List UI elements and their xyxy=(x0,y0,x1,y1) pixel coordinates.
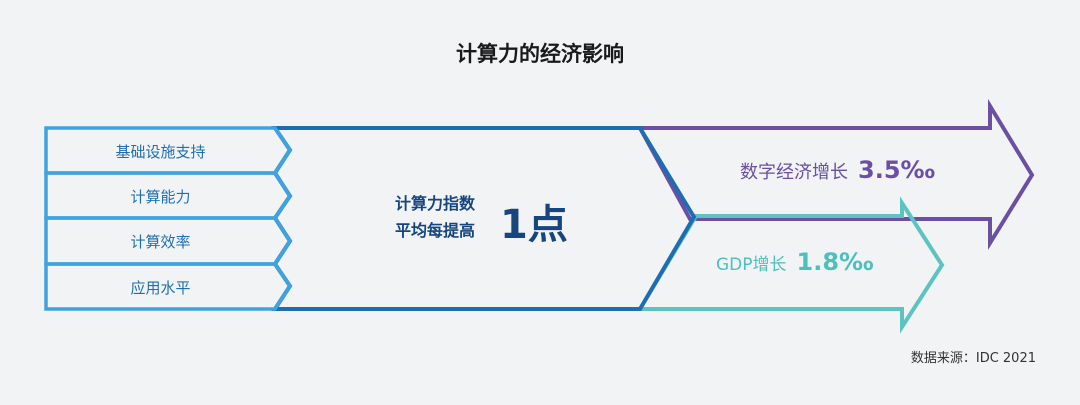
digital-economy-outcome: 数字经济增长 3.5‰ xyxy=(740,156,935,184)
factor-infrastructure: 基础设施支持 xyxy=(115,142,206,161)
gdp-outcome: GDP增长 1.8‰ xyxy=(716,248,874,276)
digital-economy-value: 3.5‰ xyxy=(858,156,936,184)
data-source: 数据来源：IDC 2021 xyxy=(910,351,1036,366)
factor-computing-power: 计算能力 xyxy=(130,187,191,206)
factor-shape-3 xyxy=(44,216,293,266)
center-label: 计算力指数 平均每提高 xyxy=(380,190,490,244)
factor-shape-2 xyxy=(44,171,293,220)
factor-computing-efficiency: 计算效率 xyxy=(130,232,191,251)
gdp-arrow xyxy=(636,196,945,334)
gdp-label: GDP增长 xyxy=(716,255,787,275)
factor-application-level: 应用水平 xyxy=(130,278,191,297)
factor-shapes xyxy=(44,126,293,311)
gdp-value: 1.8‰ xyxy=(796,248,874,276)
diagram-title: 计算力的经济影响 xyxy=(456,42,624,66)
center-label-line2: 平均每提高 xyxy=(394,221,475,240)
factor-shape-1 xyxy=(44,126,293,175)
factor-shape-4 xyxy=(44,262,293,311)
digital-economy-label: 数字经济增长 xyxy=(740,162,848,183)
center-value: 1点 xyxy=(500,202,568,248)
center-label-line1: 计算力指数 xyxy=(394,194,475,213)
digital-economy-arrow xyxy=(636,98,1035,251)
